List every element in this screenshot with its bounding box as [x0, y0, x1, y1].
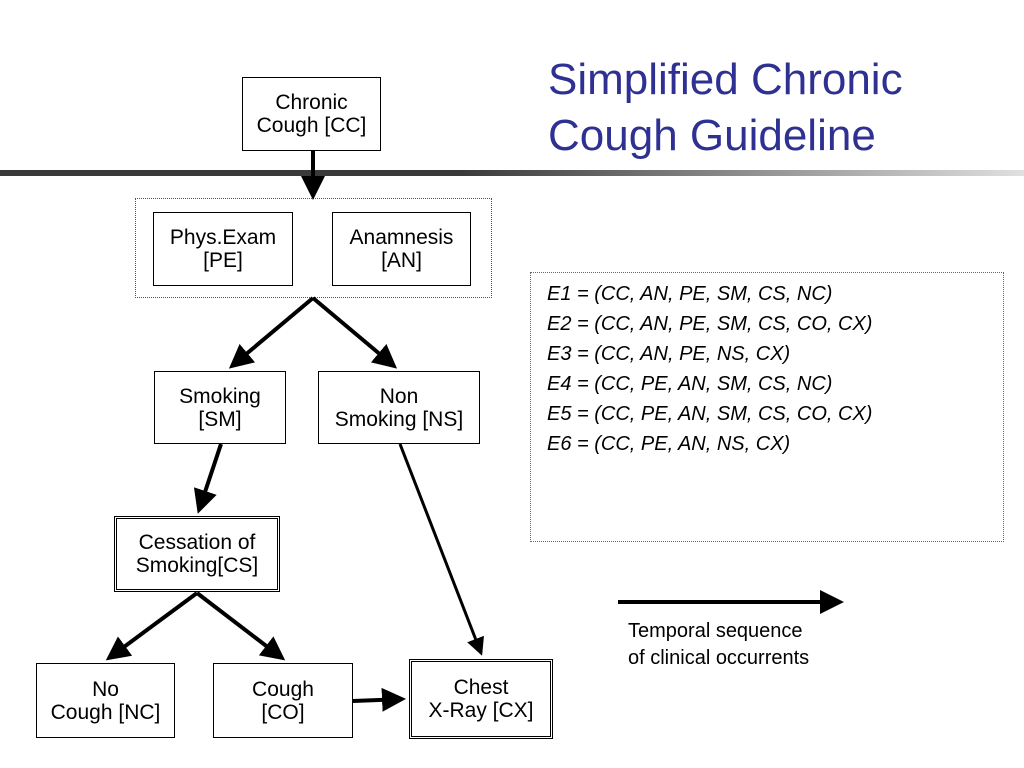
arrow-cessation-to-cough [195, 591, 286, 661]
node-chest-xray-line-1: Chest [453, 676, 509, 699]
sequence-list-box: E1 = (CC, AN, PE, SM, CS, NC) E2 = (CC, … [530, 272, 1004, 542]
node-chronic-cough-line-1: Chronic [275, 91, 348, 114]
arrow-group-to-smoking [228, 296, 315, 369]
node-no-cough-line-2: Cough [NC] [50, 700, 161, 724]
title-divider [0, 170, 1024, 176]
node-cessation-line-2: Smoking[CS] [135, 554, 259, 577]
sequence-e2: E2 = (CC, AN, PE, SM, CS, CO, CX) [547, 313, 873, 335]
node-no-cough: No Cough [NC] [36, 663, 175, 738]
legend-line-1: Temporal sequence [628, 620, 803, 642]
node-cough-line-2: [CO] [261, 700, 305, 724]
arrow-cough-to-chest-xray [352, 687, 406, 712]
node-cessation-of-smoking: Cessation of Smoking[CS] [114, 516, 280, 592]
node-phys-exam-line-2: [PE] [203, 249, 243, 272]
arrow-cessation-to-no-cough [105, 591, 199, 661]
node-no-cough-line-1: No [92, 677, 119, 701]
sequence-e3: E3 = (CC, AN, PE, NS, CX) [547, 343, 791, 365]
node-cessation-line-1: Cessation of [138, 531, 256, 554]
node-non-smoking-line-1: Non [379, 384, 419, 408]
node-smoking-line-1: Smoking [179, 384, 261, 408]
node-smoking-line-2: [SM] [198, 407, 242, 431]
node-chest-xray: Chest X-Ray [CX] [409, 659, 553, 739]
sequence-e5: E5 = (CC, PE, AN, SM, CS, CO, CX) [547, 403, 873, 425]
node-anamnesis: Anamnesis [AN] [332, 212, 471, 286]
node-phys-exam-line-1: Phys.Exam [169, 226, 277, 249]
node-chronic-cough: Chronic Cough [CC] [242, 77, 381, 151]
node-smoking: Smoking [SM] [154, 371, 286, 444]
node-non-smoking: Non Smoking [NS] [318, 371, 480, 444]
slide-title: Simplified Chronic Cough Guideline [548, 52, 1008, 164]
node-cough-line-1: Cough [252, 677, 314, 701]
arrow-non-smoking-to-chest-xray [398, 443, 484, 656]
node-non-smoking-line-2: Smoking [NS] [334, 407, 464, 431]
sequence-e6: E6 = (CC, PE, AN, NS, CX) [547, 433, 791, 455]
legend-line-2: of clinical occurrents [628, 647, 810, 669]
arrow-smoking-to-cessation [193, 443, 223, 514]
node-cough: Cough [CO] [213, 663, 353, 738]
node-chest-xray-line-2: X-Ray [CX] [428, 699, 534, 722]
node-chronic-cough-line-2: Cough [CC] [256, 114, 367, 137]
legend-caption: Temporal sequence of clinical occurrents [610, 618, 888, 672]
node-anamnesis-line-2: [AN] [381, 249, 422, 272]
node-anamnesis-line-1: Anamnesis [349, 226, 454, 249]
slide-title-line-1: Simplified Chronic [548, 55, 903, 104]
arrow-group-to-non-smoking [311, 296, 398, 369]
sequence-e1: E1 = (CC, AN, PE, SM, CS, NC) [547, 283, 833, 305]
node-phys-exam: Phys.Exam [PE] [153, 212, 293, 286]
slide-title-line-2: Cough Guideline [548, 111, 876, 160]
sequence-e4: E4 = (CC, PE, AN, SM, CS, NC) [547, 373, 833, 395]
